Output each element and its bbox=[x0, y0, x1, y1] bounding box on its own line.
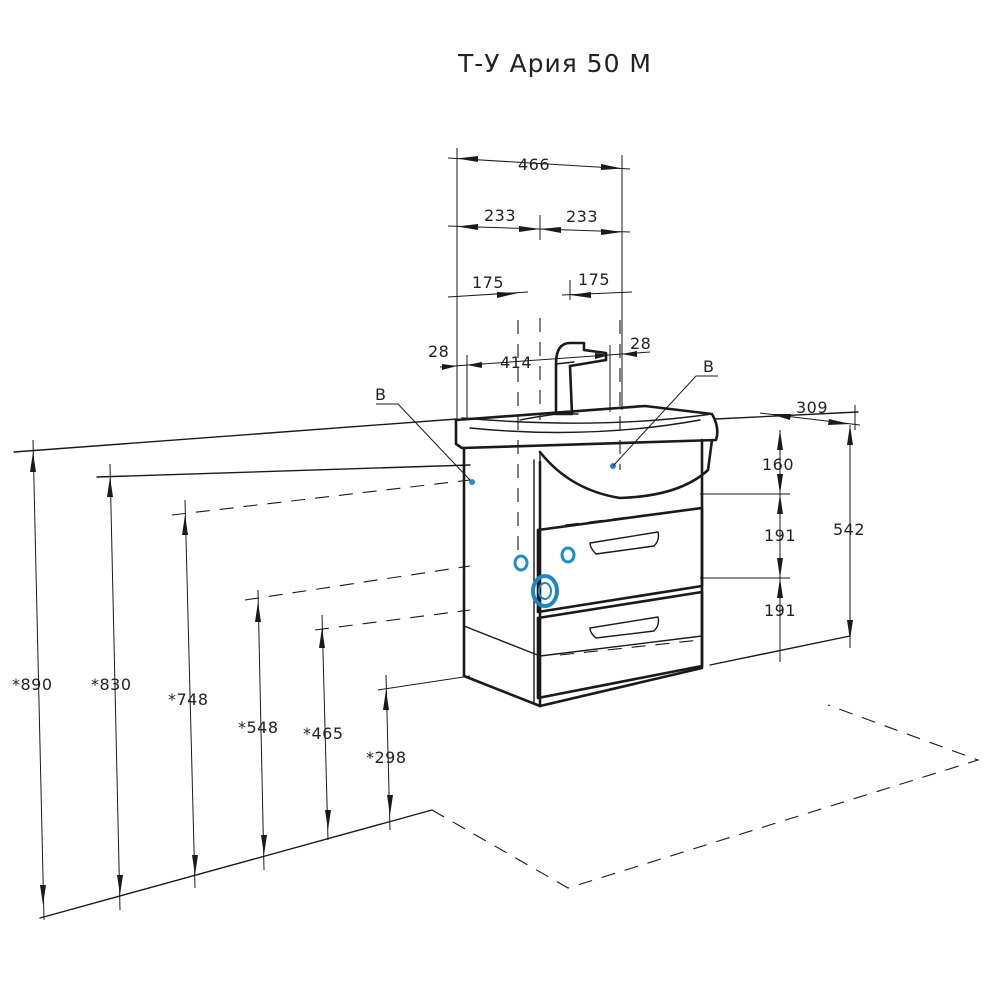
dim-total-height: 542 bbox=[833, 520, 865, 539]
connection-points bbox=[469, 463, 616, 608]
dim-total-width: 466 bbox=[518, 155, 550, 174]
dim-half-left: 233 bbox=[484, 206, 516, 225]
dim-inner-width: 414 bbox=[500, 353, 532, 372]
dim-floor-890: *890 bbox=[12, 675, 53, 694]
drain-outlet bbox=[531, 574, 559, 608]
pipe-cold bbox=[513, 554, 529, 572]
cabinet bbox=[462, 438, 704, 708]
basin bbox=[454, 404, 719, 500]
dim-floor-748: *748 bbox=[168, 690, 209, 709]
dim-drawer-upper: 191 bbox=[764, 526, 796, 545]
top-dimensions: 466 233 233 175 175 28 414 28 309 bbox=[428, 148, 861, 430]
dim-floor-298: *298 bbox=[366, 748, 407, 767]
dim-offset-right: 28 bbox=[630, 334, 651, 353]
callout-right: B bbox=[703, 357, 714, 376]
dim-offset-left: 28 bbox=[428, 342, 449, 361]
callouts: B B bbox=[375, 357, 718, 481]
floor-shadow bbox=[431, 704, 980, 889]
dim-half-right: 233 bbox=[566, 207, 598, 226]
wall-lines bbox=[13, 411, 859, 919]
dim-floor-465: *465 bbox=[303, 724, 344, 743]
level-lines bbox=[171, 318, 701, 656]
dim-floor-548: *548 bbox=[238, 718, 279, 737]
handle-upper bbox=[589, 531, 660, 555]
callout-left: B bbox=[375, 385, 386, 404]
dim-depth: 309 bbox=[796, 398, 828, 417]
right-dimensions: 160 191 191 542 bbox=[700, 425, 865, 662]
pipe-hot bbox=[560, 546, 576, 564]
dim-drawer-lower: 191 bbox=[764, 601, 796, 620]
dim-hole-left: 175 bbox=[472, 273, 504, 292]
handle-lower bbox=[589, 616, 660, 639]
dim-floor-830: *830 bbox=[91, 675, 132, 694]
floor-dimensions: *890 *830 *748 *548 *465 *298 bbox=[12, 439, 471, 921]
drawing-title: Т-У Ария 50 М bbox=[457, 49, 652, 78]
water-point-left bbox=[469, 479, 475, 485]
dim-hole-right: 175 bbox=[578, 270, 610, 289]
dim-top-section: 160 bbox=[762, 455, 794, 474]
